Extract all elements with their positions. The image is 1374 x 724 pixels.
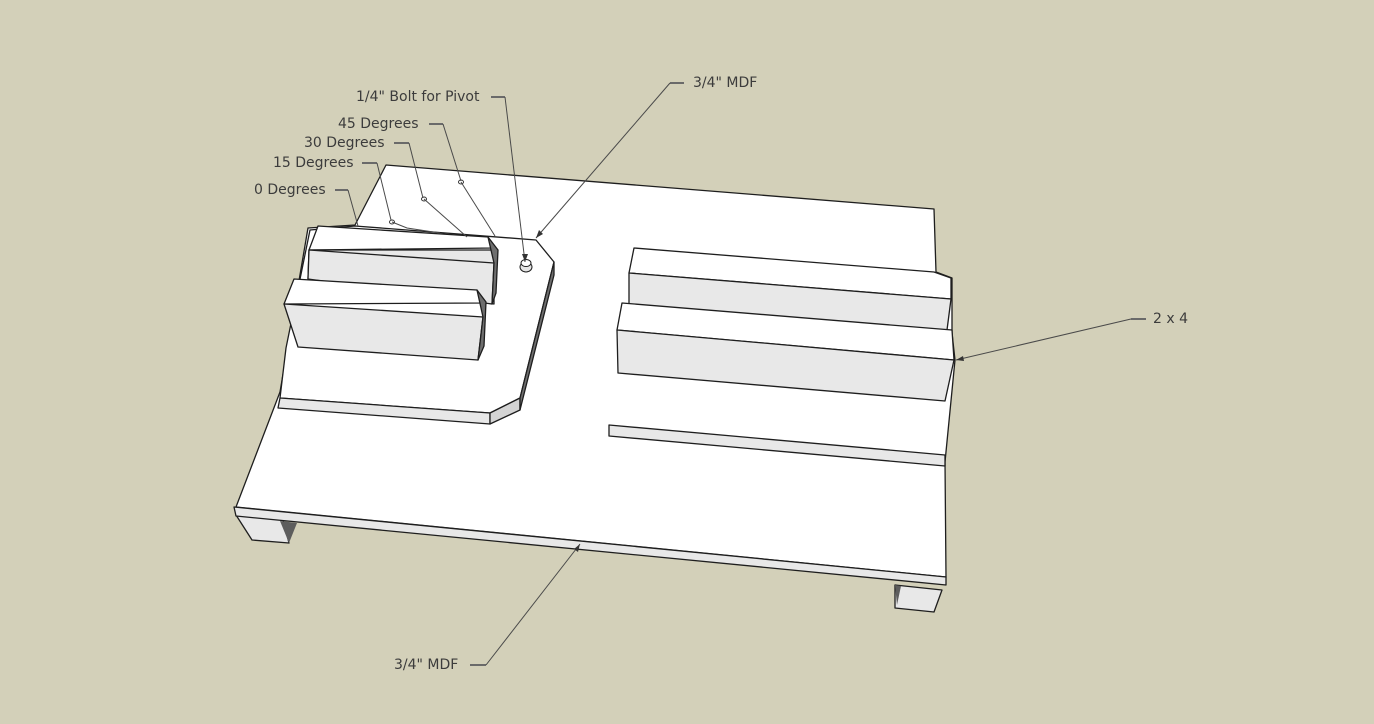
stop-hole-30 <box>421 196 427 202</box>
label-mdf-bottom: 3/4" MDF <box>394 657 459 673</box>
pivot-bolt <box>519 259 533 273</box>
runner-left <box>235 514 297 544</box>
left-fence-front <box>283 278 487 361</box>
label-mdf-top: 3/4" MDF <box>693 75 758 91</box>
right-fence-base-plate <box>608 424 946 467</box>
right-fence-front <box>616 302 955 402</box>
runner-right <box>894 584 943 613</box>
label-0-degrees: 0 Degrees <box>254 182 326 198</box>
angle-stop-holes <box>389 179 496 238</box>
leader-lines <box>335 82 1146 666</box>
label-bolt-for-pivot: 1/4" Bolt for Pivot <box>356 89 480 105</box>
stop-hole-15 <box>389 219 395 225</box>
label-2x4: 2 x 4 <box>1153 311 1188 327</box>
label-15-degrees: 15 Degrees <box>273 155 354 171</box>
label-45-degrees: 45 Degrees <box>338 116 419 132</box>
label-30-degrees: 30 Degrees <box>304 135 385 151</box>
